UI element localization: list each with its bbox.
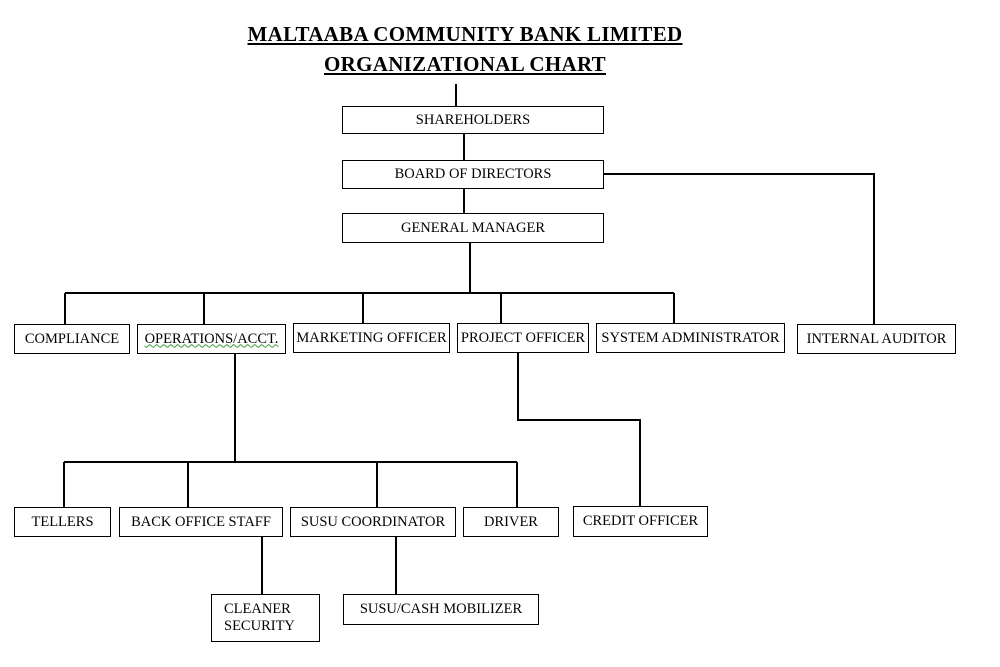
connector-project-credit xyxy=(517,353,641,507)
node-label: BOARD OF DIRECTORS xyxy=(394,166,552,182)
node-cleaner-security: CLEANER SECURITY xyxy=(211,594,320,642)
node-label: SYSTEM ADMINISTRATOR xyxy=(601,329,780,346)
node-system-administrator: SYSTEM ADMINISTRATOR xyxy=(596,323,785,353)
node-label-cleaner: CLEANER xyxy=(224,601,291,617)
chart-title-line1: MALTAABA COMMUNITY BANK LIMITED xyxy=(247,22,683,46)
node-label: PROJECT OFFICER xyxy=(460,329,586,346)
node-general-manager: GENERAL MANAGER xyxy=(342,213,604,243)
node-label: INTERNAL AUDITOR xyxy=(806,330,947,347)
node-driver: DRIVER xyxy=(463,507,559,537)
node-label: BACK OFFICE STAFF xyxy=(131,513,271,530)
node-label: COMPLIANCE xyxy=(24,330,120,347)
node-label: TELLERS xyxy=(31,513,94,530)
node-label: DRIVER xyxy=(484,513,538,530)
node-label: SUSU COORDINATOR xyxy=(300,513,446,530)
node-back-office-staff: BACK OFFICE STAFF xyxy=(119,507,283,537)
node-label: GENERAL MANAGER xyxy=(400,219,546,236)
node-compliance: COMPLIANCE xyxy=(14,324,130,354)
node-susu-coordinator: SUSU COORDINATOR xyxy=(290,507,456,537)
node-project-officer: PROJECT OFFICER xyxy=(457,323,589,353)
chart-title-line2: ORGANIZATIONAL CHART xyxy=(324,52,606,76)
node-shareholders: SHAREHOLDERS xyxy=(342,106,604,134)
node-label: SHAREHOLDERS xyxy=(415,111,531,128)
node-label: OPERATIONS/ACCT. xyxy=(144,330,279,347)
node-marketing-officer: MARKETING OFFICER xyxy=(293,323,450,353)
connector-board-auditor xyxy=(604,173,875,325)
node-susu-cash-mobilizer: SUSU/CASH MOBILIZER xyxy=(343,594,539,625)
node-tellers: TELLERS xyxy=(14,507,111,537)
node-label: MARKETING OFFICER xyxy=(296,329,447,346)
node-operations-acct: OPERATIONS/ACCT. xyxy=(137,324,286,354)
node-board-of-directors: BOARD OF DIRECTORS xyxy=(342,160,604,189)
node-internal-auditor: INTERNAL AUDITOR xyxy=(797,324,956,354)
node-label: SUSU/CASH MOBILIZER xyxy=(359,601,523,617)
node-credit-officer: CREDIT OFFICER xyxy=(573,506,708,537)
node-label: CREDIT OFFICER xyxy=(582,513,699,529)
node-label-security: SECURITY xyxy=(224,618,295,634)
